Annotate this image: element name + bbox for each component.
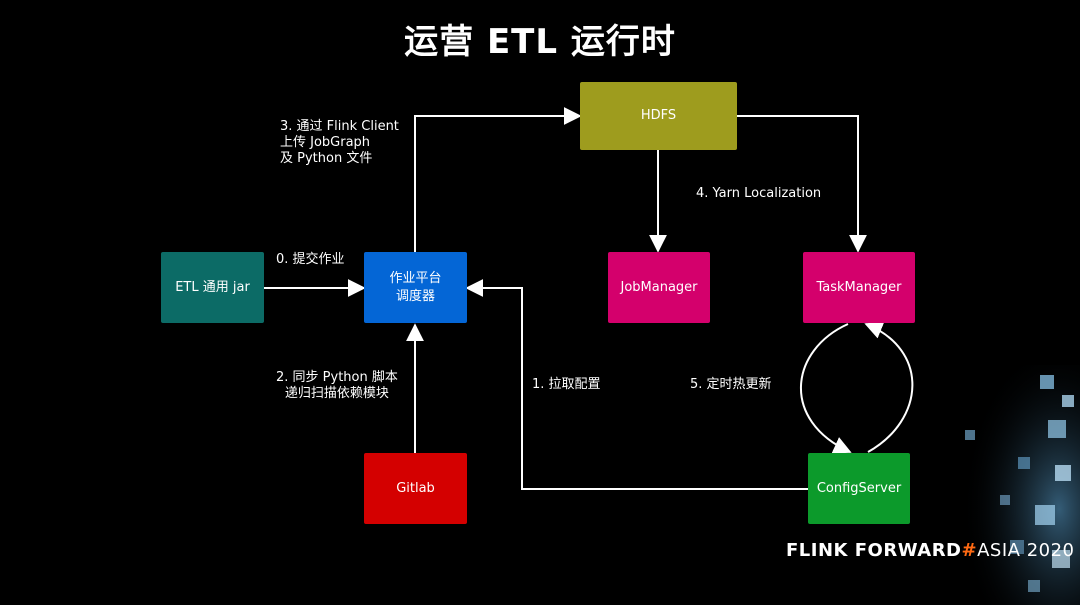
edge-label-sync-python: 2. 同步 Python 脚本 递归扫描依赖模块 [276,370,398,402]
edge-label-submit-text: 0. 提交作业 [276,252,345,267]
node-scheduler-line2: 调度器 [395,288,435,304]
brand-flink: FLINK [786,540,848,561]
edge-label-submit: 0. 提交作业 [276,252,345,268]
node-configserver[interactable]: ConfigServer [808,453,910,524]
edge-label-upload-line2: 上传 JobGraph [280,135,371,150]
edge-label-upload: 3. 通过 Flink Client 上传 JobGraph 及 Python … [280,119,399,167]
decorative-cubes [940,365,1080,605]
edge-label-pull-config-text: 1. 拉取配置 [532,377,601,392]
edge-label-yarn: 4. Yarn Localization [696,186,821,202]
node-gitlab-label: Gitlab [396,480,435,496]
node-scheduler-line1: 作业平台 [389,270,442,286]
edge-hot-update-up [864,321,914,453]
node-jobmanager-label: JobManager [620,279,698,295]
edge-label-upload-line1: 3. 通过 Flink Client [280,119,399,134]
brand-forward: FORWARD [854,540,962,561]
edge-label-sync-line2: 递归扫描依赖模块 [284,386,389,401]
node-taskmanager[interactable]: TaskManager [803,252,915,323]
page-title: 运营 ETL 运行时 [404,22,676,62]
edge-upload [414,107,582,252]
node-hdfs[interactable]: HDFS [580,82,737,150]
edge-label-sync-line1: 2. 同步 Python 脚本 [276,370,398,385]
edge-label-upload-line3: 及 Python 文件 [280,151,373,166]
node-jobmanager[interactable]: JobManager [608,252,710,323]
edge-label-hot-update: 5. 定时热更新 [690,377,772,393]
edge-yarn-taskmanager [737,115,867,253]
node-scheduler[interactable]: 作业平台 调度器 [364,252,467,323]
node-taskmanager-label: TaskManager [816,279,902,295]
brand-hash: # [961,540,978,561]
brand-logo: FLINK FORWARD#ASIA 2020 [786,540,1075,561]
node-etl-jar-label: ETL 通用 jar [175,279,250,295]
edge-label-hot-update-text: 5. 定时热更新 [690,377,772,392]
edge-label-yarn-text: 4. Yarn Localization [696,186,822,201]
edge-hot-update-down [800,323,852,454]
brand-asia: ASIA 2020 [977,540,1075,561]
node-etl-jar[interactable]: ETL 通用 jar [161,252,264,323]
node-gitlab[interactable]: Gitlab [364,453,467,524]
edge-pull-config [465,279,808,490]
node-hdfs-label: HDFS [640,108,677,123]
edge-label-pull-config: 1. 拉取配置 [532,377,601,393]
node-configserver-label: ConfigServer [816,480,902,496]
